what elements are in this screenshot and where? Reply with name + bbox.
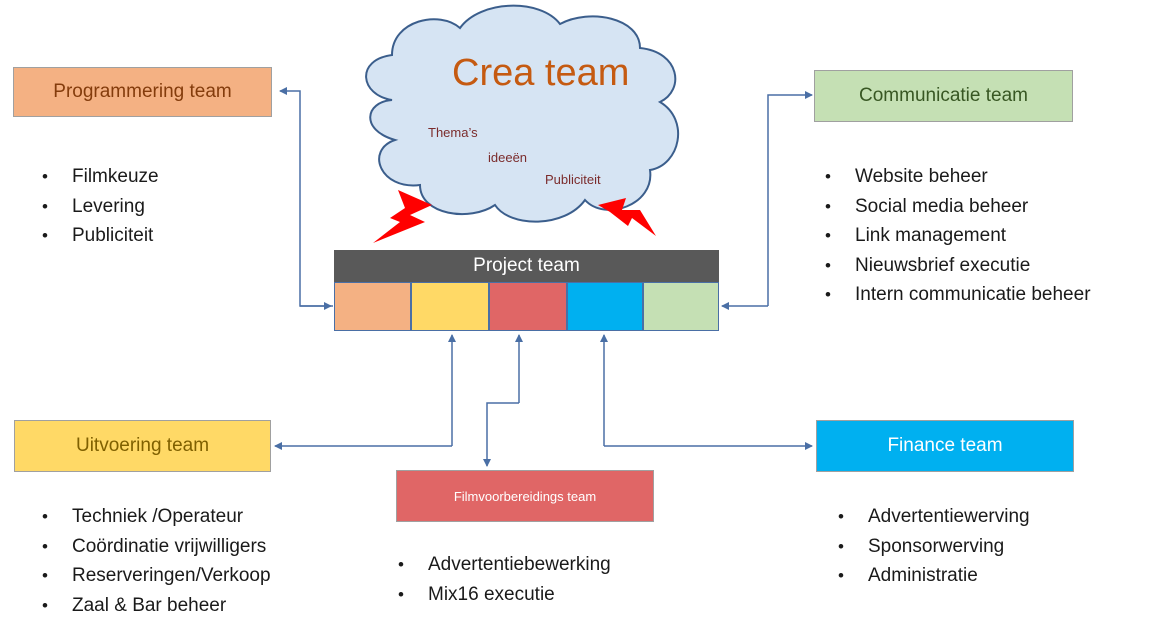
cloud-word-themas: Thema’s <box>428 125 478 140</box>
cloud-word-ideeen: ideeën <box>488 150 527 165</box>
project-team-header: Project team <box>334 250 719 282</box>
connector-programmering <box>280 91 333 306</box>
connector-filmvoorbereidings <box>487 335 519 466</box>
connector-uitvoering <box>275 335 452 446</box>
communicatie-team-box: Communicatie team <box>814 70 1073 122</box>
programmering-team-box: Programmering team <box>13 67 272 117</box>
connector-communicatie <box>722 95 812 306</box>
project-segment-filmvoorbereidings <box>489 282 567 331</box>
finance-items: Advertentiewerving Sponsorwerving Admini… <box>836 502 1030 591</box>
programmering-items: Filmkeuze Levering Publiciteit <box>40 162 159 251</box>
connector-finance <box>604 335 812 446</box>
list-item: Levering <box>40 192 159 222</box>
list-item: Filmkeuze <box>40 162 159 192</box>
list-item: Advertentiebewerking <box>396 550 611 580</box>
list-item: Website beheer <box>823 162 1091 192</box>
uitvoering-items: Techniek /Operateur Coördinatie vrijwill… <box>40 502 271 620</box>
list-item: Publiciteit <box>40 221 159 251</box>
filmvoorbereidings-items: Advertentiebewerking Mix16 executie <box>396 550 611 609</box>
list-item: Advertentiewerving <box>836 502 1030 532</box>
filmvoorbereidings-team-box: Filmvoorbereidings team <box>396 470 654 522</box>
list-item: Intern communicatie beheer <box>823 280 1091 310</box>
project-segment-programmering <box>334 282 411 331</box>
list-item: Nieuwsbrief executie <box>823 251 1091 281</box>
project-segment-communicatie <box>643 282 719 331</box>
crea-cloud <box>366 6 678 222</box>
list-item: Social media beheer <box>823 192 1091 222</box>
communicatie-items: Website beheer Social media beheer Link … <box>823 162 1091 310</box>
list-item: Sponsorwerving <box>836 532 1030 562</box>
list-item: Coördinatie vrijwilligers <box>40 532 271 562</box>
list-item: Zaal & Bar beheer <box>40 591 271 620</box>
project-segment-uitvoering <box>411 282 489 331</box>
cloud-word-publiciteit: Publiciteit <box>545 172 601 187</box>
uitvoering-team-box: Uitvoering team <box>14 420 271 472</box>
list-item: Administratie <box>836 561 1030 591</box>
list-item: Mix16 executie <box>396 580 611 610</box>
crea-team-title: Crea team <box>452 52 629 95</box>
finance-team-box: Finance team <box>816 420 1074 472</box>
project-segment-finance <box>567 282 643 331</box>
list-item: Link management <box>823 221 1091 251</box>
list-item: Techniek /Operateur <box>40 502 271 532</box>
list-item: Reserveringen/Verkoop <box>40 561 271 591</box>
